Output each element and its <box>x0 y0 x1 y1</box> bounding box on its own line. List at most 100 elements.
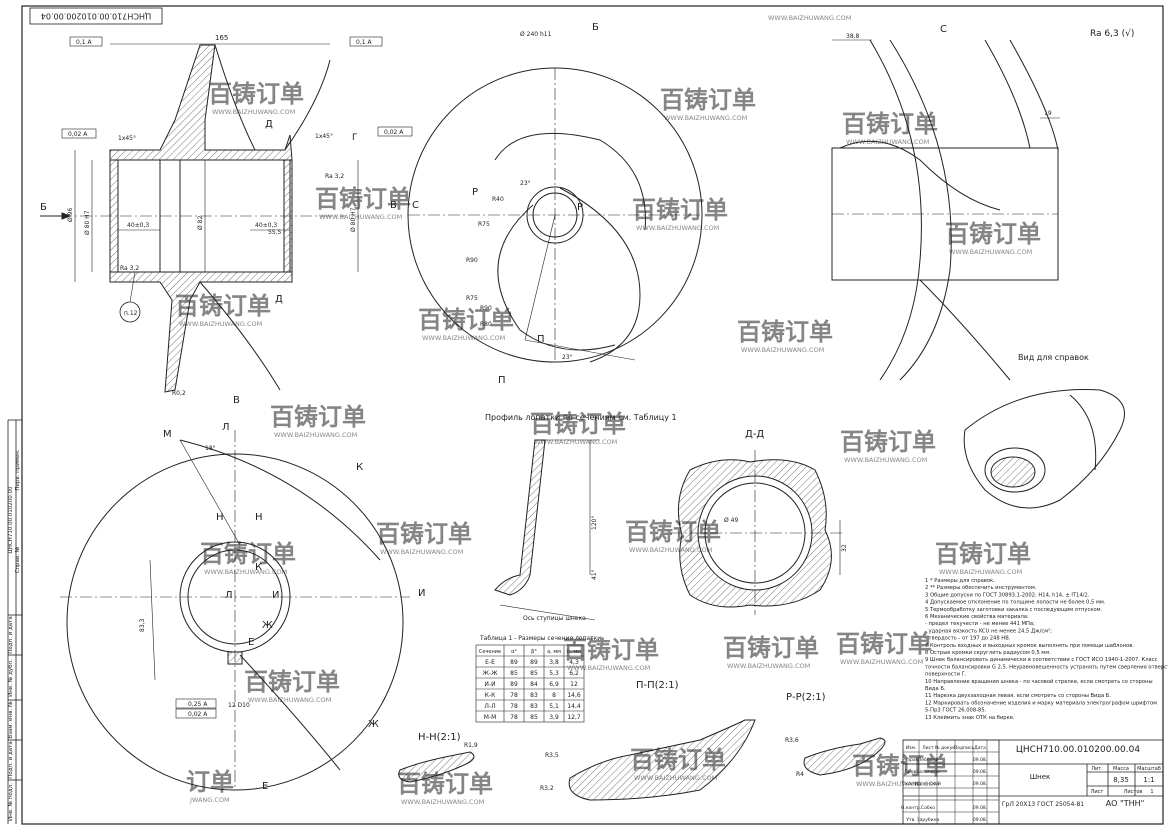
svg-text:Н: Н <box>216 512 224 523</box>
sheet-frame <box>21 5 1164 825</box>
title-block-cell: Зарубина <box>917 817 940 823</box>
svg-text:В: В <box>390 200 397 211</box>
table-cell: Л-Л <box>484 703 495 710</box>
svg-text:Ось ступицы шнека: Ось ступицы шнека <box>523 615 586 622</box>
view-c-side <box>831 39 1060 381</box>
strip-dup-inv: Инв. № дубл. <box>8 659 14 697</box>
profile-labels: Профиль лопатки по сечениям см. Таблицу … <box>485 413 677 622</box>
svg-text:19: 19 <box>1044 110 1052 117</box>
svg-text:Ж: Ж <box>262 620 273 631</box>
svg-text:WWW.BAIZHUWANG.COM: WWW.BAIZHUWANG.COM <box>567 664 650 672</box>
title-block-cell: 09.08. <box>973 781 987 787</box>
svg-text:百铸订单: 百铸订单 <box>530 410 626 438</box>
title-block-cell: Собко <box>921 805 935 811</box>
table-cell: 3,9 <box>549 714 559 721</box>
side-view-labels: Б 165 40±0,3 40±0,3 55,5 Ø 96 Ø 80 H7 Ø … <box>40 34 419 397</box>
svg-text:百铸订单: 百铸订单 <box>208 80 304 108</box>
strip-orig-inv: Инв. № подл. <box>8 783 14 821</box>
svg-text:Ø 49: Ø 49 <box>724 517 738 524</box>
title-block-cell: Н.контр. <box>901 805 921 811</box>
table-header-cell: a, мм <box>547 649 561 655</box>
title-block-text: ЦНСН710.00.010200.00.04 Шнек ГрЛ 20Х13 Г… <box>1002 745 1161 808</box>
svg-text:WWW.BAIZHUWANG.COM: WWW.BAIZHUWANG.COM <box>939 568 1022 576</box>
note-line: - предел текучести - не менее 441 МПа; <box>925 621 1035 627</box>
svg-text:Л: Л <box>222 422 230 433</box>
svg-text:R40: R40 <box>492 196 504 203</box>
title-block-cell: Лебедев <box>918 757 939 763</box>
table-cell: 78 <box>510 714 518 721</box>
note-line: 8 Острые кромки скруглить радиусом 0,5 м… <box>925 650 1051 656</box>
table-cell: 14,6 <box>567 692 581 699</box>
svg-text:1х45°: 1х45° <box>118 135 136 142</box>
table-1: Таблица 1 - Размеры сечения лопатки Сече… <box>475 635 601 723</box>
note-line: 9 Шнек балансировать динамически в соотв… <box>925 657 1158 663</box>
svg-text:0,1 А: 0,1 А <box>76 39 92 46</box>
svg-text:Д: Д <box>265 119 273 130</box>
note-line: 2 ** Размеры обеспечить инструментом. <box>925 585 1037 591</box>
svg-text:WWW.BAIZHUWANG.COM: WWW.BAIZHUWANG.COM <box>319 213 402 221</box>
svg-text:Ø 80 H7: Ø 80 H7 <box>350 207 357 232</box>
svg-text:М: М <box>163 429 172 440</box>
title-block-cell: Изм. <box>906 745 917 751</box>
svg-text:WWW.BAIZHUWANG.COM: WWW.BAIZHUWANG.COM <box>534 438 617 446</box>
svg-text:32: 32 <box>841 544 848 552</box>
table-header-cell: α° <box>511 649 517 655</box>
title-block-cell: Лист <box>922 745 934 751</box>
svg-text:百铸订单: 百铸订单 <box>200 540 296 568</box>
svg-text:WWW.BAIZHUWANG.COM: WWW.BAIZHUWANG.COM <box>422 334 505 342</box>
svg-text:18°: 18° <box>205 445 216 452</box>
table-cell: 85 <box>510 670 518 677</box>
svg-text:R3,2: R3,2 <box>540 785 554 792</box>
ref-view-caption: Вид для справок <box>1018 353 1089 362</box>
svg-text:Б: Б <box>592 22 599 33</box>
svg-text:R90: R90 <box>466 257 478 264</box>
svg-text:83,3: 83,3 <box>139 618 146 632</box>
strip-first-use-label: Перв. примен. <box>15 449 21 491</box>
svg-text:Д: Д <box>275 294 283 305</box>
svg-text:Н: Н <box>255 512 263 523</box>
svg-text:百铸订单: 百铸订单 <box>625 518 721 546</box>
svg-text:1х45°: 1х45° <box>315 133 333 140</box>
note-line: 5-Пр3 ГОСТ 26.008-85. <box>925 708 987 714</box>
table-cell: М-М <box>484 714 497 721</box>
section-d-d-labels: Д-Д Ø 49 32 <box>724 429 848 552</box>
svg-text:WWW.BAIZHUWANG.COM: WWW.BAIZHUWANG.COM <box>844 456 927 464</box>
table-cell: 83 <box>530 692 538 699</box>
corner-code: ЦНСН710.00.010200.00.04 <box>41 12 151 21</box>
svg-text:Ø 240 h11: Ø 240 h11 <box>520 31 552 38</box>
strip-sign-date-1: Подп. и дата <box>8 616 14 653</box>
svg-text:Ra 3,2: Ra 3,2 <box>325 173 344 180</box>
svg-text:百铸订单: 百铸订单 <box>842 110 938 138</box>
svg-text:38,8: 38,8 <box>846 33 860 40</box>
corner-code-box: ЦНСН710.00.010200.00.04 <box>29 7 163 25</box>
tolerance-frames: 0,1 А 0,1 А 0,02 А 0,02 А <box>61 36 413 139</box>
title-block-cell: Баландин <box>916 769 939 775</box>
title-block-cell: Подпись <box>954 745 975 751</box>
table-1-title: Таблица 1 - Размеры сечения лопатки <box>479 635 601 642</box>
side-section-view <box>40 43 359 393</box>
drawing-designation: ЦНСН710.00.010200.00.04 <box>1016 745 1140 755</box>
table-cell: 6,9 <box>549 681 559 688</box>
section-r-r <box>803 737 886 776</box>
table-cell: 85 <box>530 670 538 677</box>
table-cell: 12,7 <box>567 714 581 721</box>
table-cell: 5,1 <box>549 703 559 710</box>
svg-text:П: П <box>537 334 545 345</box>
section-n-n <box>398 751 475 783</box>
title-block-cell: Разраб. <box>902 757 920 763</box>
svg-text:Б: Б <box>40 202 47 213</box>
table-cell: И-И <box>484 681 495 688</box>
svg-text:К: К <box>356 462 363 473</box>
svg-text:WWW.BAIZHUWANG.COM: WWW.BAIZHUWANG.COM <box>846 138 929 146</box>
svg-text:R90: R90 <box>480 305 492 312</box>
table-cell: Ж-Ж <box>482 670 498 677</box>
